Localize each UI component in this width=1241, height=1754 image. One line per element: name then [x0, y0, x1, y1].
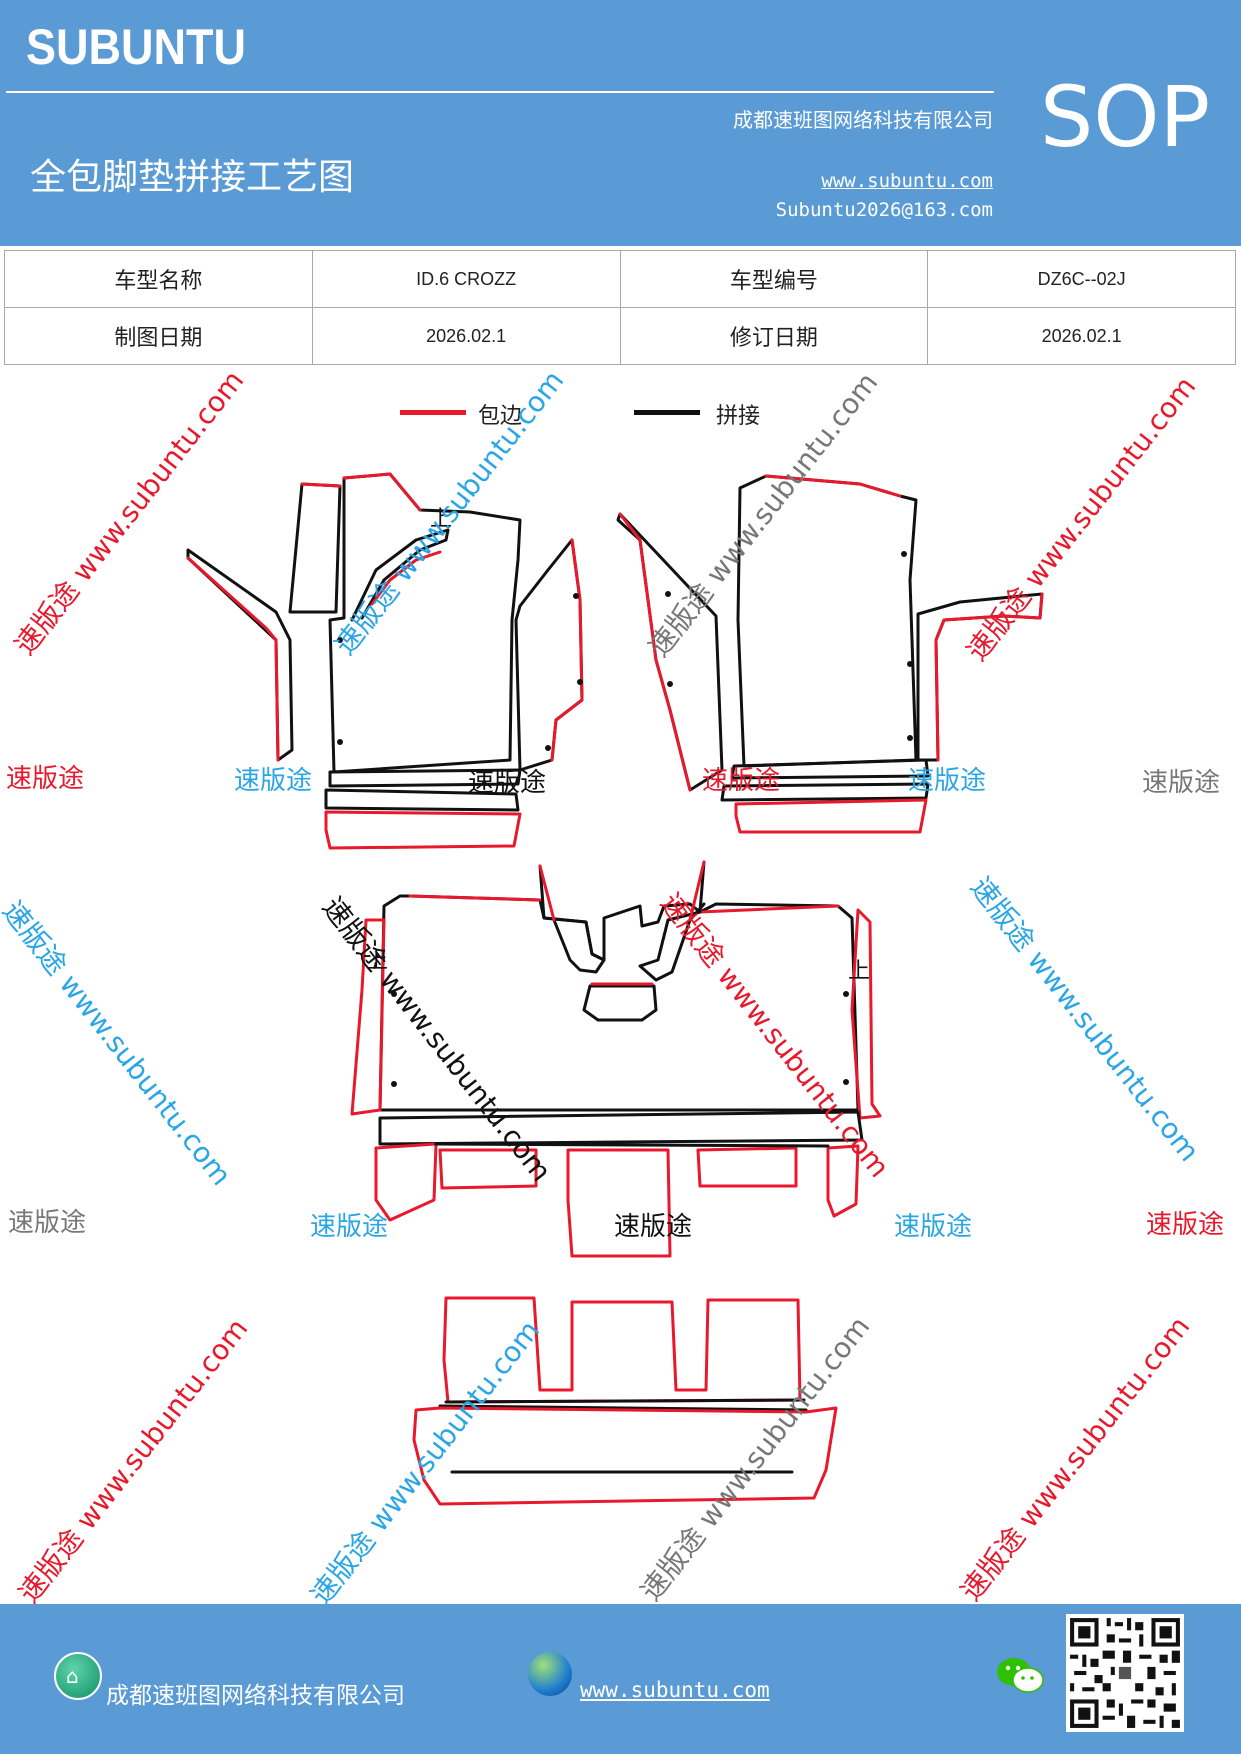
draw-date-label: 制图日期: [4, 307, 313, 365]
table-row: 车型名称 ID.6 CROZZ 车型编号 DZ6C--02J: [4, 250, 1236, 308]
table-row: 制图日期 2026.02.1 修订日期 2026.02.1: [4, 307, 1236, 365]
company-name: 成都速班图网络科技有限公司: [733, 108, 993, 132]
company-home-icon: ⌂: [54, 1652, 102, 1700]
page-title: 全包脚垫拼接工艺图: [30, 157, 355, 198]
draw-date-value: 2026.02.1: [311, 307, 621, 365]
wechat-icon[interactable]: [996, 1656, 1044, 1696]
footer-company-name: 成都速班图网络科技有限公司: [106, 1683, 405, 1709]
legend: 包边 拼接: [0, 398, 1241, 438]
legend-edge-swatch: [400, 410, 466, 415]
revise-date-label: 修订日期: [619, 307, 929, 365]
model-name-label: 车型名称: [4, 250, 313, 308]
model-code-label: 车型编号: [619, 250, 929, 308]
third-row-mat: [412, 1296, 838, 1506]
legend-splice-swatch: [634, 410, 700, 415]
passenger-front-mat: [616, 474, 1044, 834]
up-mark: 上: [430, 507, 452, 532]
legend-edge-label: 包边: [478, 404, 523, 429]
revise-date-value: 2026.02.1: [927, 307, 1236, 365]
footer-website-link[interactable]: www.subuntu.com: [580, 1678, 770, 1702]
header-divider: [6, 91, 994, 93]
qr-code-icon: [1066, 1614, 1184, 1732]
second-row-mat: [350, 860, 882, 1258]
model-code-value: DZ6C--02J: [927, 250, 1236, 308]
driver-front-mat: [186, 472, 584, 850]
vehicle-info-table: 车型名称 ID.6 CROZZ 车型编号 DZ6C--02J 制图日期 2026…: [4, 250, 1236, 365]
website-link[interactable]: www.subuntu.com: [821, 170, 993, 192]
footer-banner: ⌂ 成都速班图网络科技有限公司 www.subuntu.com: [0, 1604, 1241, 1754]
globe-icon: [528, 1652, 572, 1696]
email-address: Subuntu2026@163.com: [775, 199, 993, 221]
legend-splice-label: 拼接: [716, 404, 761, 429]
header-banner: SUBUNTU 成都速班图网络科技有限公司 全包脚垫拼接工艺图 www.subu…: [0, 0, 1241, 246]
model-name-value: ID.6 CROZZ: [311, 250, 621, 308]
up-mark: 上: [366, 949, 388, 974]
up-mark: 上: [848, 959, 870, 984]
sop-badge: SOP: [1040, 68, 1211, 166]
brand-logo: SUBUNTU: [26, 19, 246, 75]
